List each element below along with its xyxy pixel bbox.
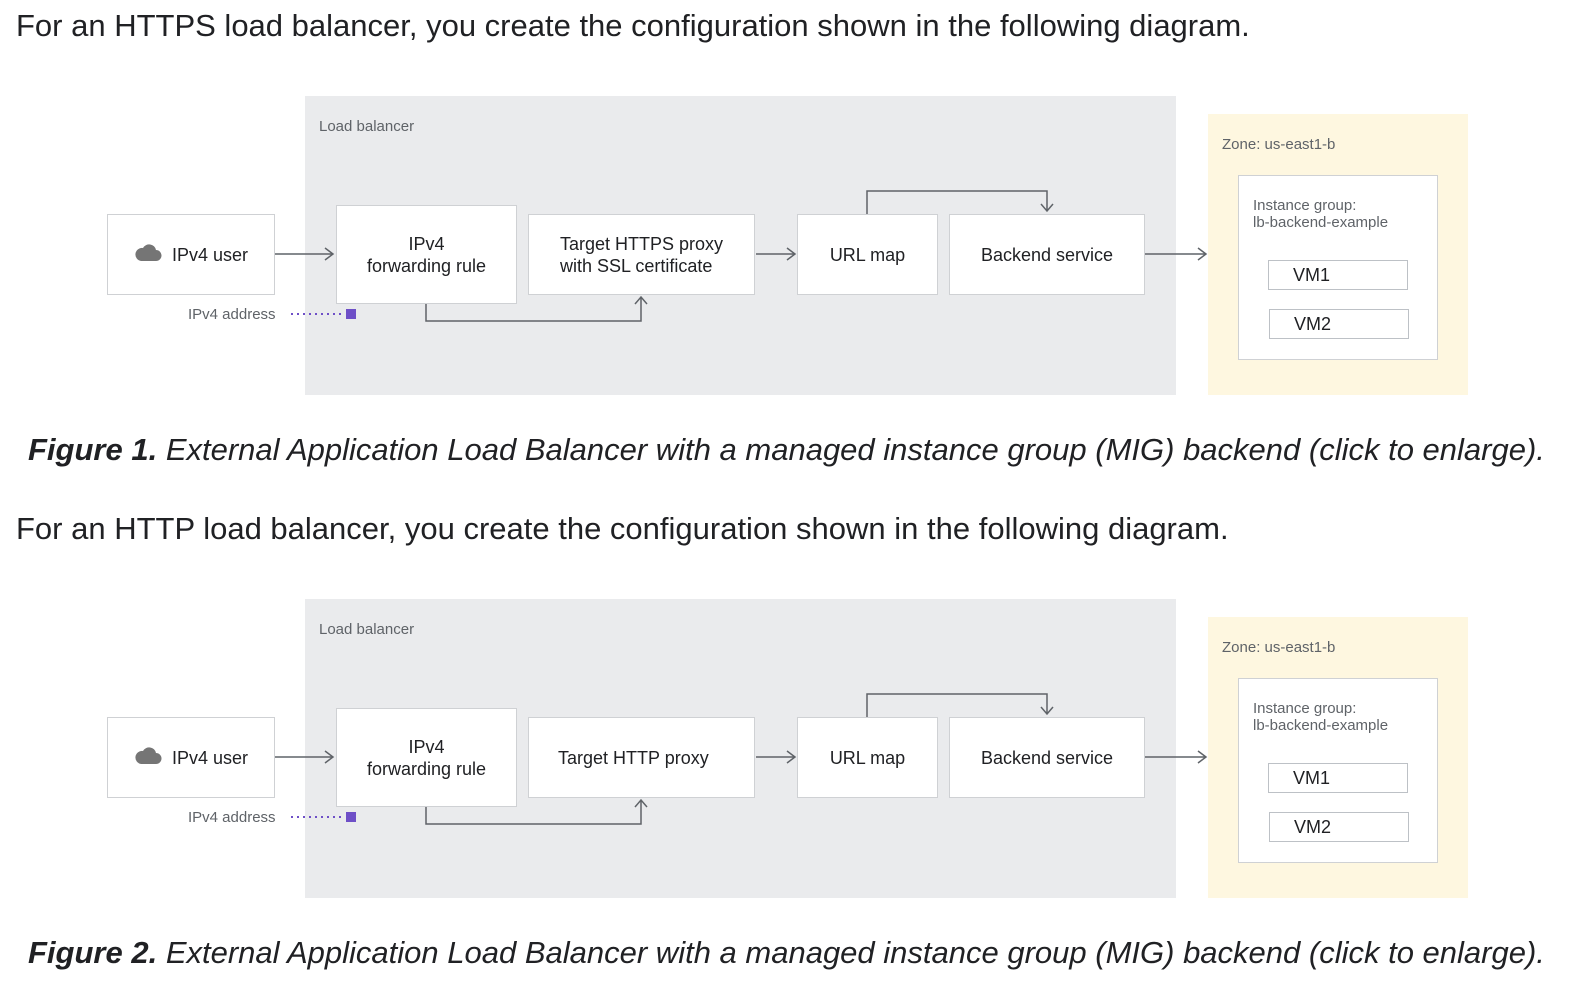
backend-service-label: Backend service bbox=[980, 747, 1114, 768]
zone-label: Zone: us-east1-b bbox=[1222, 136, 1336, 153]
caption-label: Figure 2. bbox=[28, 935, 158, 970]
vm-box: VM2 bbox=[1269, 309, 1409, 339]
ipv4-user-label: IPv4 user bbox=[171, 244, 249, 265]
target-proxy-box: Target HTTPS proxy with SSL certificate bbox=[528, 214, 755, 295]
forwarding-rule-box: IPv4 forwarding rule bbox=[336, 205, 517, 304]
target-proxy-label: Target HTTPS proxy with SSL certificate bbox=[559, 233, 724, 276]
vm-label: VM1 bbox=[1293, 264, 1331, 285]
caption-text: External Application Load Balancer with … bbox=[157, 432, 1545, 467]
vm-label: VM2 bbox=[1294, 816, 1332, 837]
diagram-http[interactable]: Load balancer Zone: us-east1-b IPv4 user… bbox=[0, 599, 1574, 909]
ipv4-user-box: IPv4 user bbox=[107, 717, 275, 798]
target-proxy-box: Target HTTP proxy bbox=[528, 717, 755, 798]
load-balancer-label: Load balancer bbox=[319, 118, 415, 135]
figure-caption-1: Figure 1. External Application Load Bala… bbox=[28, 432, 1545, 468]
vm-label: VM1 bbox=[1293, 767, 1331, 788]
intro-text-http: For an HTTP load balancer, you create th… bbox=[16, 511, 1229, 546]
url-map-box: URL map bbox=[797, 717, 938, 798]
url-map-label: URL map bbox=[829, 747, 906, 768]
caption-text: External Application Load Balancer with … bbox=[157, 935, 1545, 970]
instance-group-label: Instance group: lb-backend-example bbox=[1253, 197, 1389, 231]
zone-label: Zone: us-east1-b bbox=[1222, 639, 1336, 656]
forwarding-rule-box: IPv4 forwarding rule bbox=[336, 708, 517, 807]
target-proxy-label: Target HTTP proxy bbox=[558, 747, 709, 768]
load-balancer-label: Load balancer bbox=[319, 621, 415, 638]
intro-text-https: For an HTTPS load balancer, you create t… bbox=[16, 8, 1250, 43]
caption-label: Figure 1. bbox=[28, 432, 158, 467]
forwarding-rule-label: IPv4 forwarding rule bbox=[366, 233, 487, 276]
backend-service-box: Backend service bbox=[949, 717, 1145, 798]
instance-group-label: Instance group: lb-backend-example bbox=[1253, 700, 1389, 734]
instance-group-box: Instance group: lb-backend-example VM1 V… bbox=[1238, 678, 1438, 863]
diagram-https[interactable]: Load balancer Zone: us-east1-b IPv4 user… bbox=[0, 96, 1574, 406]
ipv4-user-box: IPv4 user bbox=[107, 214, 275, 295]
url-map-box: URL map bbox=[797, 214, 938, 295]
vm-box: VM2 bbox=[1269, 812, 1409, 842]
ipv4-user-label: IPv4 user bbox=[171, 747, 249, 768]
backend-service-label: Backend service bbox=[980, 244, 1114, 265]
vm-label: VM2 bbox=[1294, 313, 1332, 334]
instance-group-box: Instance group: lb-backend-example VM1 V… bbox=[1238, 175, 1438, 360]
ipv4-address-marker bbox=[346, 309, 356, 319]
ipv4-address-label: IPv4 address bbox=[188, 809, 276, 826]
ipv4-address-label: IPv4 address bbox=[188, 306, 276, 323]
url-map-label: URL map bbox=[829, 244, 906, 265]
cloud-icon bbox=[134, 242, 162, 267]
cloud-icon bbox=[134, 745, 162, 770]
vm-box: VM1 bbox=[1268, 763, 1408, 793]
backend-service-box: Backend service bbox=[949, 214, 1145, 295]
forwarding-rule-label: IPv4 forwarding rule bbox=[366, 736, 487, 779]
vm-box: VM1 bbox=[1268, 260, 1408, 290]
ipv4-address-marker bbox=[346, 812, 356, 822]
figure-caption-2: Figure 2. External Application Load Bala… bbox=[28, 935, 1545, 971]
